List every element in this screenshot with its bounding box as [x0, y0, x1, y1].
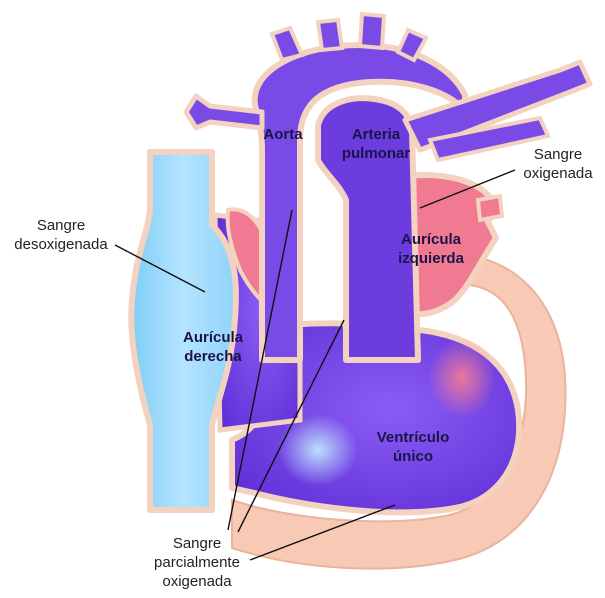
label-pulmonar-line2: pulmonar: [334, 144, 418, 163]
label-ventriculo-unico: Ventrículo único: [368, 428, 458, 466]
label-auricula-izquierda-line1: Aurícula: [386, 230, 476, 249]
label-auricula-izquierda: Aurícula izquierda: [386, 230, 476, 268]
pulmonary-vein-stub: [478, 196, 502, 220]
pulmonary-branch-left: [186, 96, 262, 128]
label-sangre-parcialmente-oxigenada-line3: oxigenada: [142, 572, 252, 591]
label-aorta: Aorta: [262, 125, 304, 144]
label-sangre-oxigenada-line2: oxigenada: [518, 164, 598, 183]
label-ventriculo-unico-line2: único: [368, 447, 458, 466]
label-auricula-izquierda-line2: izquierda: [386, 249, 476, 268]
label-auricula-derecha: Aurícula derecha: [168, 328, 258, 366]
label-sangre-parcialmente-oxigenada-line1: Sangre: [142, 534, 252, 553]
label-sangre-parcialmente-oxigenada: Sangre parcialmente oxigenada: [142, 534, 252, 591]
aorta-branch-1: [272, 28, 302, 60]
label-sangre-parcialmente-oxigenada-line2: parcialmente: [142, 553, 252, 572]
label-sangre-desoxigenada-line2: desoxigenada: [2, 235, 120, 254]
aorta-branch-2: [318, 20, 342, 50]
label-pulmonar-line1: Arteria: [334, 125, 418, 144]
label-sangre-oxigenada: Sangre oxigenada: [518, 145, 598, 183]
oxygenated-spot: [428, 338, 496, 418]
label-pulmonar: Arteria pulmonar: [334, 125, 418, 163]
aorta-branch-3: [360, 14, 384, 48]
label-ventriculo-unico-line1: Ventrículo: [368, 428, 458, 447]
label-auricula-derecha-line1: Aurícula: [168, 328, 258, 347]
label-auricula-derecha-line2: derecha: [168, 347, 258, 366]
label-sangre-desoxigenada-line1: Sangre: [2, 216, 120, 235]
deoxygenated-spot: [278, 414, 358, 486]
label-sangre-oxigenada-line1: Sangre: [518, 145, 598, 164]
label-sangre-desoxigenada: Sangre desoxigenada: [2, 216, 120, 254]
